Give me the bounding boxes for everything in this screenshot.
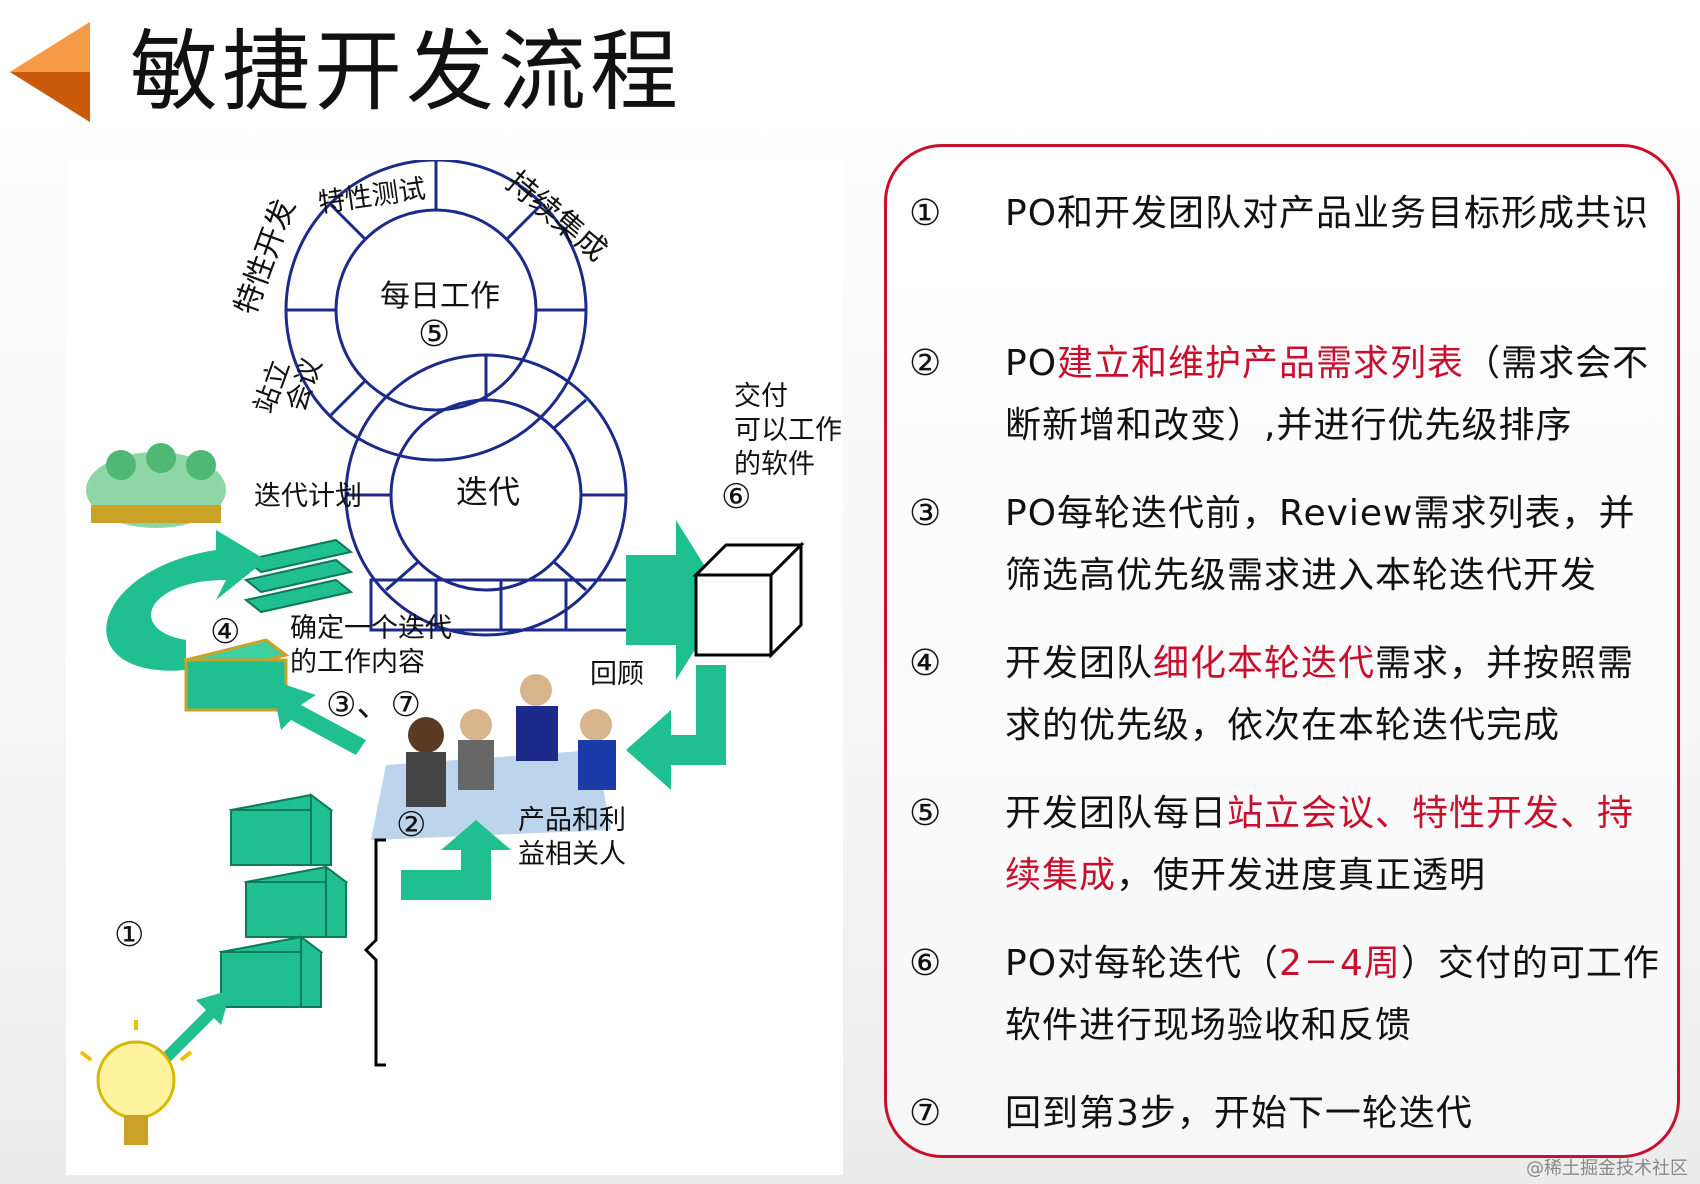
diagram-graphics — [79, 160, 805, 1145]
step-text-segment: PO和开发团队对产品业务目标形成共识 — [1005, 193, 1650, 234]
label-stake-2: 益相关人 — [518, 839, 626, 870]
agile-flow-diagram: 特性测试 持续集成 特性开发 站立 会议 每日工作 ⑤ 迭代 交付 可以工作 的… — [66, 160, 843, 1175]
label-define-1: 确定一个迭代 — [290, 613, 452, 644]
highlight-text: 细化本轮迭代 — [1153, 643, 1376, 684]
iteration-plan-stack — [243, 538, 354, 614]
step-number: ③ — [909, 493, 942, 534]
step-number: ① — [909, 193, 942, 234]
step-text-segment: 开发团队 — [1005, 643, 1154, 684]
label-deliver-num: ⑥ — [721, 477, 752, 517]
step-text: PO建立和维护产品需求列表（需求会不断新增和改变）,并进行优先级排序 — [1005, 333, 1665, 457]
meeting-group-icon — [371, 674, 616, 840]
label-deliver-2: 可以工作 — [734, 415, 842, 446]
label-review: 回顾 — [590, 659, 644, 690]
iteration-content-box — [182, 638, 290, 712]
label-idea-num: ① — [114, 915, 145, 955]
step-text-segment: （需求会不断新增和改变）,并进行优先级排序 — [1005, 343, 1650, 446]
iteration-ring — [344, 353, 628, 637]
step-text: PO对每轮迭代（2－4周）交付的可工作软件进行现场验收和反馈 — [1005, 933, 1665, 1057]
step-text: 开发团队每日站立会议、特性开发、持续集成，使开发进度真正透明 — [1005, 783, 1665, 907]
light-bulb-icon — [79, 1020, 193, 1145]
highlight-text: 2－4周 — [1279, 943, 1401, 984]
software-box-icon — [692, 541, 805, 659]
label-daily-work: 每日工作 — [380, 279, 500, 314]
backlog-stack — [218, 793, 349, 1008]
step-text: PO和开发团队对产品业务目标形成共识 — [1005, 183, 1665, 245]
team-huddle-icon — [86, 443, 226, 528]
step-text-segment: PO对每轮迭代（ — [1005, 943, 1280, 984]
label-deliver-3: 的软件 — [734, 449, 815, 480]
step-text-segment: ）交付的可工作软件进行现场验收和反馈 — [1005, 943, 1660, 1046]
highlight-text: 站立会议、特性开发、持续集成 — [1005, 793, 1635, 896]
label-iteration: 迭代 — [456, 473, 521, 511]
step-text-segment: 回到第3步，开始下一轮迭代 — [1005, 1093, 1473, 1134]
step-text-segment: ，使开发进度真正透明 — [1116, 855, 1487, 896]
idea-arrow — [161, 990, 231, 1063]
loop-arrow — [106, 530, 266, 671]
step-number: ⑦ — [909, 1093, 942, 1134]
step-number: ⑤ — [909, 793, 942, 834]
step-number: ④ — [909, 643, 942, 684]
step-text-segment: PO每轮迭代前，Review需求列表，并筛选高优先级需求进入本轮迭代开发 — [1005, 493, 1636, 596]
label-stake-1: 产品和利 — [518, 805, 626, 836]
step-number: ⑥ — [909, 943, 942, 984]
steps-panel: ① PO和开发团队对产品业务目标形成共识 ② PO建立和维护产品需求列表（需求会… — [884, 144, 1680, 1158]
label-stake-num: ② — [396, 805, 427, 845]
step-text: 回到第3步，开始下一轮迭代 — [1005, 1083, 1665, 1145]
label-daily-num: ⑤ — [418, 314, 451, 355]
page-title: 敏捷开发流程 — [130, 20, 683, 123]
step-text-segment: 需求，并按照需求的优先级，依次在本轮迭代完成 — [1005, 643, 1635, 746]
label-deliver-1: 交付 — [734, 381, 788, 412]
review-arrow — [626, 665, 726, 790]
label-define-2: 的工作内容 — [290, 647, 425, 678]
watermark: @稀土掘金技术社区 — [1526, 1158, 1688, 1179]
step-number: ② — [909, 343, 942, 384]
label-iteration-plan: 迭代计划 — [254, 481, 362, 512]
stake-arrow — [401, 820, 511, 900]
highlight-text: 建立和维护产品需求列表 — [1057, 343, 1465, 384]
label-steps-3-7: ③、⑦ — [326, 685, 421, 725]
title-arrow-icon — [10, 22, 90, 122]
bracket — [363, 838, 386, 1067]
label-plan-num: ④ — [210, 612, 241, 652]
step-text: PO每轮迭代前，Review需求列表，并筛选高优先级需求进入本轮迭代开发 — [1005, 483, 1665, 607]
step-text-segment: 开发团队每日 — [1005, 793, 1228, 834]
step-text-segment: PO — [1005, 343, 1058, 384]
step-text: 开发团队细化本轮迭代需求，并按照需求的优先级，依次在本轮迭代完成 — [1005, 633, 1665, 757]
up-arrow — [271, 680, 366, 755]
daily-work-ring — [284, 160, 588, 462]
